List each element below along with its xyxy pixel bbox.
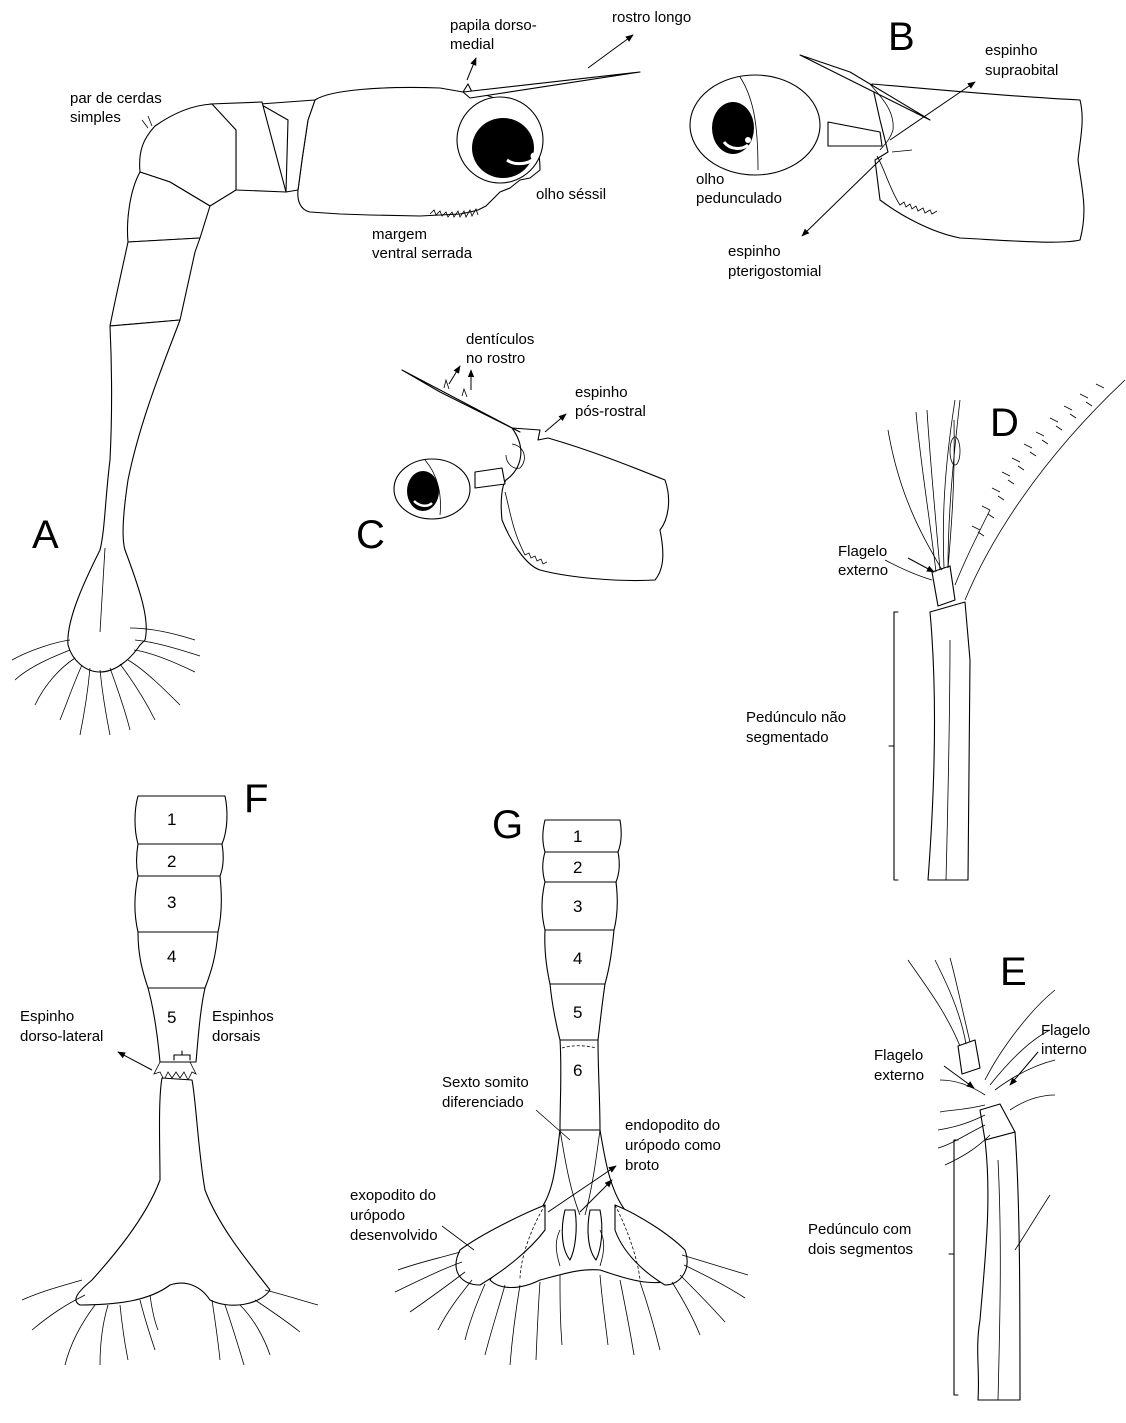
panel-f-somite-4-num: 4 — [167, 947, 176, 966]
label-olho-ped-line-1: olho — [696, 171, 724, 188]
panel-a: A — [12, 9, 691, 735]
label-dent-line-2: no rostro — [466, 350, 525, 367]
label-papila-line-2: medial — [450, 36, 494, 53]
label-margem-line-2: ventral serrada — [372, 245, 473, 262]
panel-d-bracket — [889, 612, 898, 880]
label-e-flagext-line-1: Flagelo — [874, 1047, 923, 1064]
panel-g-somite-6 — [560, 1040, 600, 1130]
label-g-endo-line-1: endopodito do — [625, 1117, 720, 1134]
label-margem-line-1: margem — [372, 226, 427, 243]
panel-a-label-papila: papila dorso- medial — [450, 17, 537, 80]
label-f-dorsolat-line-2: dorso-lateral — [20, 1028, 103, 1045]
panel-d-letter: D — [990, 401, 1019, 445]
panel-a-label-cerdas: par de cerdas simples — [70, 90, 162, 126]
label-pos-line-1: espinho — [575, 384, 628, 401]
panel-g-letter: G — [492, 803, 523, 847]
panel-e-aesthetascs — [908, 958, 970, 1046]
panel-f-somite-5-num: 5 — [167, 1008, 176, 1027]
panel-c-rostrum — [402, 370, 520, 432]
label-g-exo-line-3: desenvolvido — [350, 1227, 438, 1244]
panel-b-label-pterig: espinho pterigostomial — [728, 158, 882, 280]
label-e-pedunculo-line-1: Pedúnculo com — [808, 1221, 911, 1238]
panel-f-somite-2 — [137, 844, 224, 876]
panel-c: C dentículos no rostro espinho pós-rostr… — [356, 331, 669, 581]
panel-f-somite-4 — [138, 932, 218, 988]
panel-e-bracket — [949, 1140, 958, 1395]
label-supra-line-1: espinho — [985, 42, 1038, 59]
panel-f-somite-3 — [135, 876, 221, 932]
panel-a-telson — [68, 320, 180, 672]
panel-a-label-rostro: rostro longo — [588, 9, 691, 68]
panel-a-eye-pigment — [472, 118, 534, 178]
panel-f-somite-2-num: 2 — [167, 852, 176, 871]
panel-f: F 1 2 3 4 5 Espinho dorso-lateral — [20, 777, 318, 1365]
panel-f-somite-1-num: 1 — [167, 810, 176, 829]
panel-g-somite-2-num: 2 — [573, 858, 582, 877]
label-g-sexto-line-2: diferenciado — [442, 1094, 524, 1111]
panel-c-label-pos: espinho pós-rostral — [545, 384, 646, 432]
panel-g-somite-5-num: 5 — [573, 1003, 582, 1022]
panel-e: E Flagelo externo Flagelo interno — [808, 950, 1090, 1400]
panel-c-label-dent: dentículos no rostro — [449, 331, 534, 390]
label-e-pedunculo-line-2: dois segmentos — [808, 1241, 913, 1258]
panel-c-carapace — [501, 428, 668, 581]
label-d-flagelo-line-1: Flagelo — [838, 543, 887, 560]
label-g-sexto-line-1: Sexto somito — [442, 1074, 529, 1091]
panel-a-somite-5 — [110, 238, 200, 326]
panel-e-letter: E — [1000, 950, 1027, 994]
panel-b-letter: B — [888, 15, 915, 59]
panel-f-dorsal-spines — [154, 1062, 196, 1080]
panel-b-eyestalk — [828, 122, 882, 146]
label-d-pedunculo-line-1: Pedúnculo não — [746, 709, 846, 726]
label-f-dorsais-line-1: Espinhos — [212, 1008, 274, 1025]
label-pterig-line-1: espinho — [728, 243, 781, 260]
panel-f-somite-5 — [148, 988, 205, 1062]
label-papila-line-1: papila dorso- — [450, 17, 537, 34]
label-supra-line-2: supraobital — [985, 62, 1058, 79]
panel-g-somite-6-num: 6 — [573, 1061, 582, 1080]
panel-b: B espinho supraobital olho pedunculado e… — [690, 15, 1084, 280]
label-olho-ped-line-2: pedunculado — [696, 190, 782, 207]
label-pterig-line-2: pterigostomial — [728, 263, 821, 280]
panel-f-telson — [76, 1078, 270, 1305]
label-pos-line-2: pós-rostral — [575, 403, 646, 420]
label-cerdas-line-2: simples — [70, 109, 121, 126]
panel-d-flagelo-externo — [932, 566, 955, 606]
panel-g-somite-4-num: 4 — [573, 949, 582, 968]
label-e-flagint-line-1: Flagelo — [1041, 1022, 1090, 1039]
panel-f-somite-1 — [135, 796, 227, 844]
label-g-endo-line-3: broto — [625, 1157, 659, 1174]
panel-f-somite-3-num: 3 — [167, 893, 176, 912]
panel-d-aesthetascs — [888, 400, 960, 572]
label-g-exo-line-2: urópodo — [350, 1207, 405, 1224]
panel-a-rostrum — [463, 72, 640, 98]
label-rostro-longo: rostro longo — [612, 9, 691, 26]
panel-d: D Flagelo externo Pedúnculo não — [746, 380, 1125, 880]
panel-f-telson-setae — [22, 1280, 318, 1365]
panel-g: G 1 2 3 4 5 6 — [350, 803, 748, 1365]
label-cerdas-line-1: par de cerdas — [70, 90, 162, 107]
label-g-endo-line-2: urópodo como — [625, 1137, 721, 1154]
label-dent-line-1: dentículos — [466, 331, 534, 348]
label-f-dorsolat-line-1: Espinho — [20, 1008, 74, 1025]
panel-g-somite-1-num: 1 — [573, 827, 582, 846]
panel-c-eyestalk — [475, 468, 505, 488]
label-e-flagint-line-2: interno — [1041, 1041, 1087, 1058]
panel-b-eye-outline — [690, 75, 820, 175]
panel-b-carapace — [872, 84, 1084, 242]
label-d-flagelo-line-2: externo — [838, 562, 888, 579]
label-e-flagext-line-2: externo — [874, 1067, 924, 1084]
label-d-pedunculo-line-2: segmentado — [746, 729, 829, 746]
label-f-dorsais-line-2: dorsais — [212, 1028, 260, 1045]
panel-g-somite-3-num: 3 — [573, 897, 582, 916]
panel-e-flagelo-externo — [958, 1040, 980, 1074]
panel-f-letter: F — [244, 777, 268, 821]
label-olho-sessil: olho séssil — [536, 186, 606, 203]
label-g-exo-line-1: exopodito do — [350, 1187, 436, 1204]
panel-a-letter: A — [32, 513, 59, 557]
panel-c-letter: C — [356, 513, 385, 557]
